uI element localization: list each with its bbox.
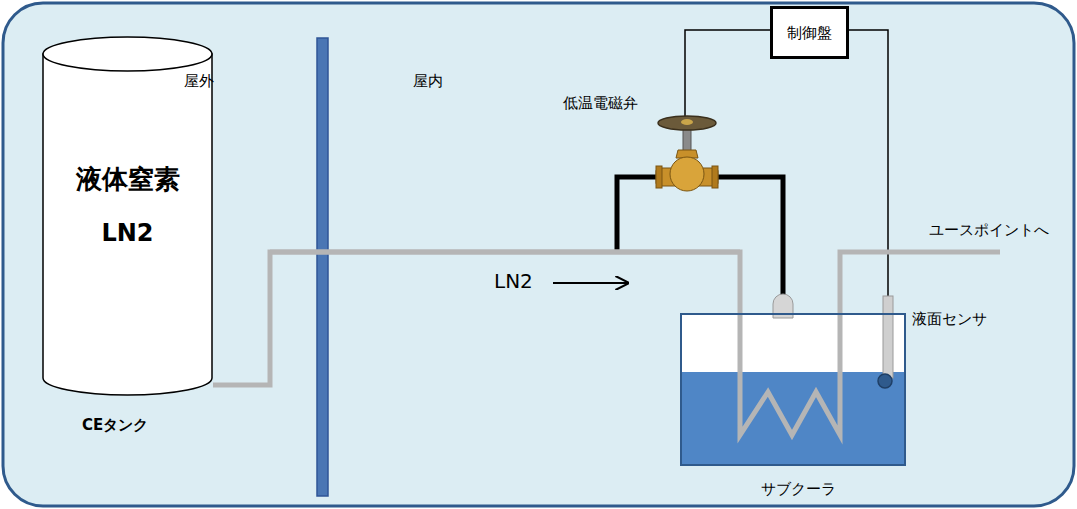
ce-tank: 液体窒素LN2CEタンク [42,36,213,396]
tank-top [43,37,212,71]
node-text: サブクーラ [761,480,836,498]
flow-label: LN2 [494,269,533,293]
background-panel [3,3,1074,506]
subcooler-headspace [681,314,905,465]
valve-body [670,157,704,191]
level-sensor-float [878,374,892,388]
spray-drops [776,323,790,334]
valve-handwheel [658,116,716,130]
node-text: CEタンク [82,416,148,434]
valve-flange-left [656,166,662,188]
use-point-label: ユースポイントへ [929,221,1049,239]
control-wire [685,30,770,118]
node-text: 液体窒素 [42,164,213,195]
valve-symbol [656,114,718,198]
tank-cylinder [42,36,213,396]
valve-flange-right [712,166,718,188]
cryogenic-solenoid-valve: 低温電磁弁 [656,114,718,198]
handwheel-hub [681,119,693,125]
bypass-pipe [617,177,656,252]
node-text: LN2 [42,219,213,248]
wall [317,38,328,496]
level-sensor-rod [883,296,893,378]
cooling-coil [740,252,1000,435]
indoor-label: 屋内 [413,72,443,90]
liquid-nitrogen-bath [681,372,905,465]
control-panel: 制御盤 [770,6,849,59]
node-text: 制御盤 [773,9,846,56]
subcooler: サブクーラ [680,313,906,466]
outdoor-label: 屋外 [184,72,214,90]
sensor-wire [848,30,888,296]
flow-arrow [553,282,628,284]
valve-outlet-pipe [718,177,783,313]
node-text: 低温電磁弁 [563,94,638,112]
sensor-label: 液面センサ [912,310,987,328]
supply-pipe [213,252,740,385]
tank-body [43,54,212,395]
